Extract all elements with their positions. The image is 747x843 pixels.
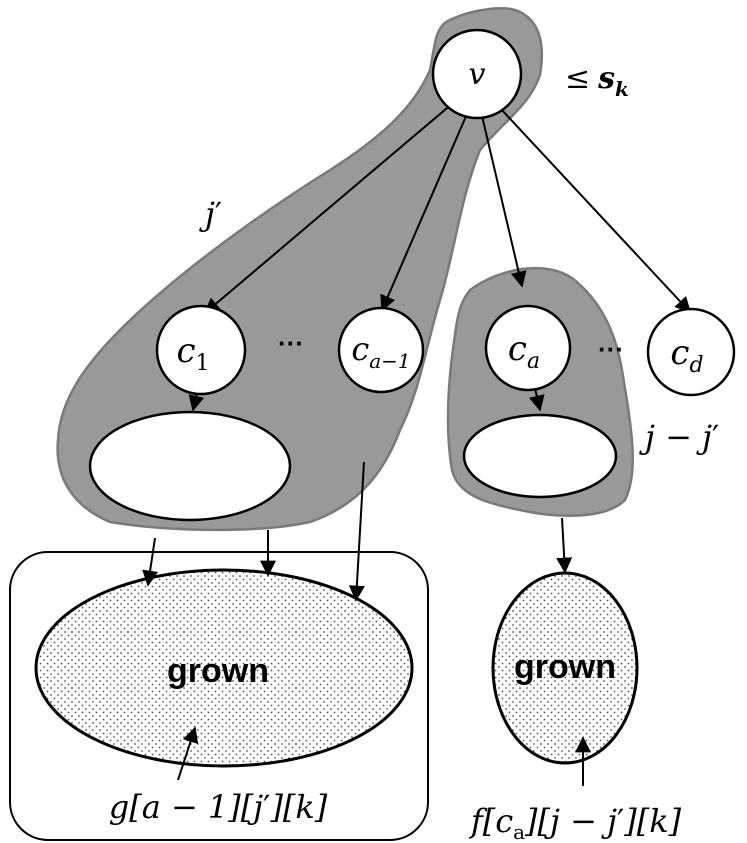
edge-right-grown [556, 517, 573, 574]
left-grown-label: grown [167, 652, 269, 690]
node-ca-1-label: ca−1 [351, 330, 410, 373]
right-inner-set [462, 413, 618, 499]
node-ca-label: ca [508, 329, 540, 374]
node-c1: c1 [155, 304, 247, 396]
edge-v-ca-1 [380, 113, 468, 312]
left-formula: g[a − 1][j′][k] [109, 788, 328, 826]
node-ca-1: ca−1 [337, 306, 425, 394]
edge-v-ca [481, 115, 527, 288]
node-v: v [431, 28, 523, 120]
edge-left-grown-3 [348, 461, 365, 602]
left-inner-set [88, 410, 292, 522]
ellipsis-left: ··· [278, 328, 304, 358]
node-cd: cd [646, 307, 736, 397]
node-ca-1-circle [337, 306, 425, 394]
edge-v-c1 [203, 102, 454, 315]
root-bound-label: ≤sk [565, 61, 629, 101]
right-grown-label: grown [514, 648, 616, 686]
edge-left-grown-1 [142, 537, 159, 587]
left-budget-label: j′ [199, 195, 222, 233]
node-cd-label: cd [670, 333, 703, 378]
node-ca-circle [484, 304, 572, 392]
pointer-left-formula [177, 726, 199, 781]
right-formula: f[ca][j − j′][k] [469, 802, 682, 843]
left-grown-frame [9, 551, 429, 841]
node-c1-circle [155, 304, 247, 396]
node-cd-circle [646, 307, 736, 397]
node-v-circle [431, 28, 523, 120]
edge-v-cd [499, 107, 692, 314]
node-ca: ca [484, 304, 572, 392]
node-c1-label: c1 [176, 331, 209, 376]
left-subtree-region [56, 7, 544, 532]
node-v-label: v [469, 57, 486, 92]
left-grown-set [34, 568, 414, 768]
right-budget-label: j − j′ [639, 418, 719, 456]
ellipsis-right: ··· [598, 334, 624, 364]
